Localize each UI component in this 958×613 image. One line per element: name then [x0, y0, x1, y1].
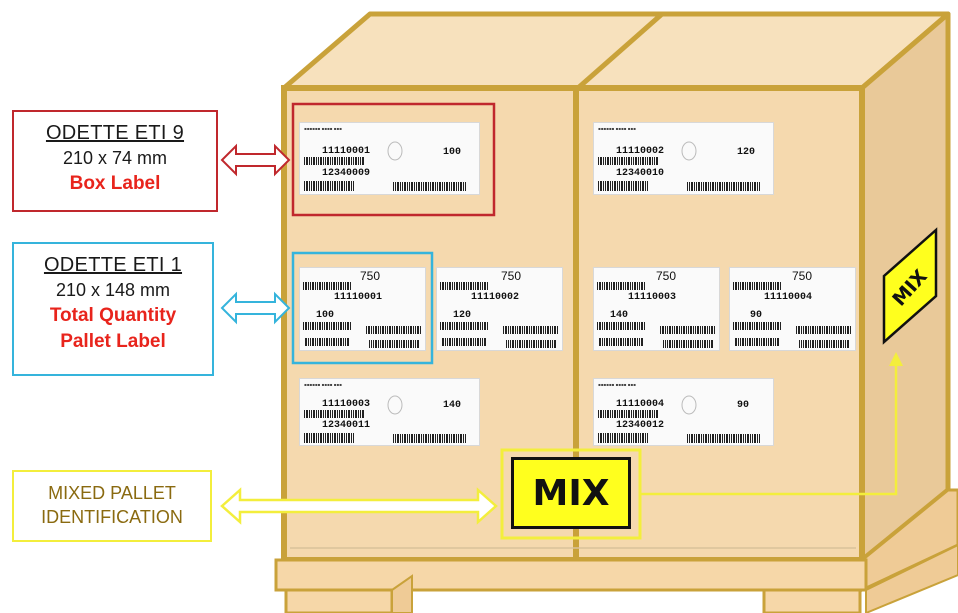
pallet-label-card: 750 11110004 90 — [729, 267, 856, 351]
pallet-label-title: ODETTE ETI 1 — [43, 254, 183, 276]
logo-circle — [681, 141, 697, 161]
box-label-type: Box Label — [69, 173, 161, 194]
pallet-label-qty: 100 — [316, 310, 335, 321]
pallet-label-total: 750 — [656, 269, 677, 283]
mix-sign-frame — [500, 448, 642, 540]
pallet-label-arrow — [220, 291, 291, 325]
box-label-qty: 120 — [737, 147, 756, 158]
label-header-text: ▪▪▪▪▪▪ ▪▪▪▪ ▪▪▪ — [598, 382, 636, 387]
front-mix-sign: MIX — [511, 457, 631, 529]
pallet-label-type-line1: Total Quantity — [49, 305, 177, 326]
box-label-highlight — [291, 102, 496, 217]
logo-circle — [387, 395, 403, 415]
barcode-graphic — [304, 410, 364, 418]
box-label-qty: 100 — [443, 147, 462, 158]
barcode-graphic — [598, 157, 658, 165]
box-label-sub: 12340012 — [616, 420, 665, 431]
carton-top-face — [281, 11, 951, 91]
box-label-card: ▪▪▪▪▪▪ ▪▪▪▪ ▪▪▪ 11110003 140 12340011 — [299, 378, 480, 446]
barcode-graphic — [440, 282, 488, 290]
pallet-label-highlight — [291, 251, 434, 365]
box-label-sub: 12340011 — [322, 420, 371, 431]
box-label-card: ▪▪▪▪▪▪ ▪▪▪▪ ▪▪▪ 11110001 100 12340009 — [299, 122, 480, 195]
box-label-id: 11110003 — [322, 399, 371, 410]
pallet-label-type-line2: Pallet Label — [60, 330, 166, 352]
pallet-block-side — [391, 574, 413, 613]
barcode-graphic — [304, 157, 364, 165]
label-header-text: ▪▪▪▪▪▪ ▪▪▪▪ ▪▪▪ — [304, 382, 342, 387]
pallet-block-left — [284, 588, 394, 613]
barcode-graphic — [598, 433, 760, 443]
pallet-label-id: 11110001 — [334, 292, 383, 303]
box-label-card: ▪▪▪▪▪▪ ▪▪▪▪ ▪▪▪ 11110004 90 12340012 — [593, 378, 774, 446]
pallet-label-size: 210 x 148 mm — [55, 280, 171, 300]
barcode-graphic — [598, 410, 658, 418]
box-label-sub: 12340009 — [322, 168, 371, 179]
mixed-arrow — [220, 487, 498, 525]
side-mix-sign — [882, 227, 938, 345]
pallet-label-id: 11110003 — [628, 292, 677, 303]
box-label-id: 11110002 — [616, 146, 665, 157]
box-label-id: 11110001 — [322, 146, 371, 157]
barcode-graphic — [733, 282, 781, 290]
barcode-graphic — [303, 282, 351, 290]
box-label-arrow — [220, 143, 291, 177]
mixed-line2: IDENTIFICATION — [41, 507, 183, 528]
pallet-label-id: 11110002 — [471, 292, 520, 303]
barcode-graphic — [440, 322, 558, 348]
label-header-text: ▪▪▪▪▪▪ ▪▪▪▪ ▪▪▪ — [304, 126, 342, 131]
pallet-label-qty: 120 — [453, 310, 472, 321]
pallet-label-card: 750 11110001 100 — [299, 267, 426, 351]
pallet-label-total: 750 — [792, 269, 813, 283]
barcode-graphic — [597, 322, 715, 348]
pallet-label-total: 750 — [360, 269, 381, 283]
box-label-qty: 90 — [737, 400, 750, 411]
pallet-label-card: 750 11110002 120 — [436, 267, 563, 351]
mix-connector — [640, 360, 898, 496]
pallet-side-block — [865, 543, 958, 613]
legend-box-label: ODETTE ETI 9 210 x 74 mm Box Label — [12, 110, 218, 212]
pallet-label-total: 750 — [501, 269, 522, 283]
box-label-qty: 140 — [443, 400, 462, 411]
barcode-graphic — [304, 181, 466, 191]
barcode-graphic — [304, 433, 466, 443]
pallet-label-qty: 90 — [750, 310, 763, 321]
barcode-graphic — [303, 322, 421, 348]
box-label-sub: 12340010 — [616, 168, 665, 179]
logo-circle — [387, 141, 403, 161]
logo-circle — [681, 395, 697, 415]
legend-mixed: MIXED PALLET IDENTIFICATION — [12, 470, 212, 542]
label-header-text: ▪▪▪▪▪▪ ▪▪▪▪ ▪▪▪ — [598, 126, 636, 131]
barcode-graphic — [598, 181, 760, 191]
box-label-size: 210 x 74 mm — [62, 148, 168, 168]
pallet-block-right — [762, 588, 862, 613]
mixed-line1: MIXED PALLET — [48, 483, 176, 503]
front-mix-text: MIX — [532, 472, 610, 514]
barcode-graphic — [597, 282, 645, 290]
box-label-id: 11110004 — [616, 399, 665, 410]
pallet-label-qty: 140 — [610, 310, 629, 321]
pallet-label-id: 11110004 — [764, 292, 813, 303]
legend-pallet-label: ODETTE ETI 1 210 x 148 mm Total Quantity… — [12, 242, 214, 376]
barcode-graphic — [733, 322, 851, 348]
box-label-title: ODETTE ETI 9 — [45, 122, 185, 144]
box-label-card: ▪▪▪▪▪▪ ▪▪▪▪ ▪▪▪ 11110002 120 12340010 — [593, 122, 774, 195]
pallet-deck — [274, 558, 868, 592]
pallet-label-card: 750 11110003 140 — [593, 267, 720, 351]
carton-top-seam — [576, 12, 664, 90]
mix-connector-head — [889, 352, 903, 366]
